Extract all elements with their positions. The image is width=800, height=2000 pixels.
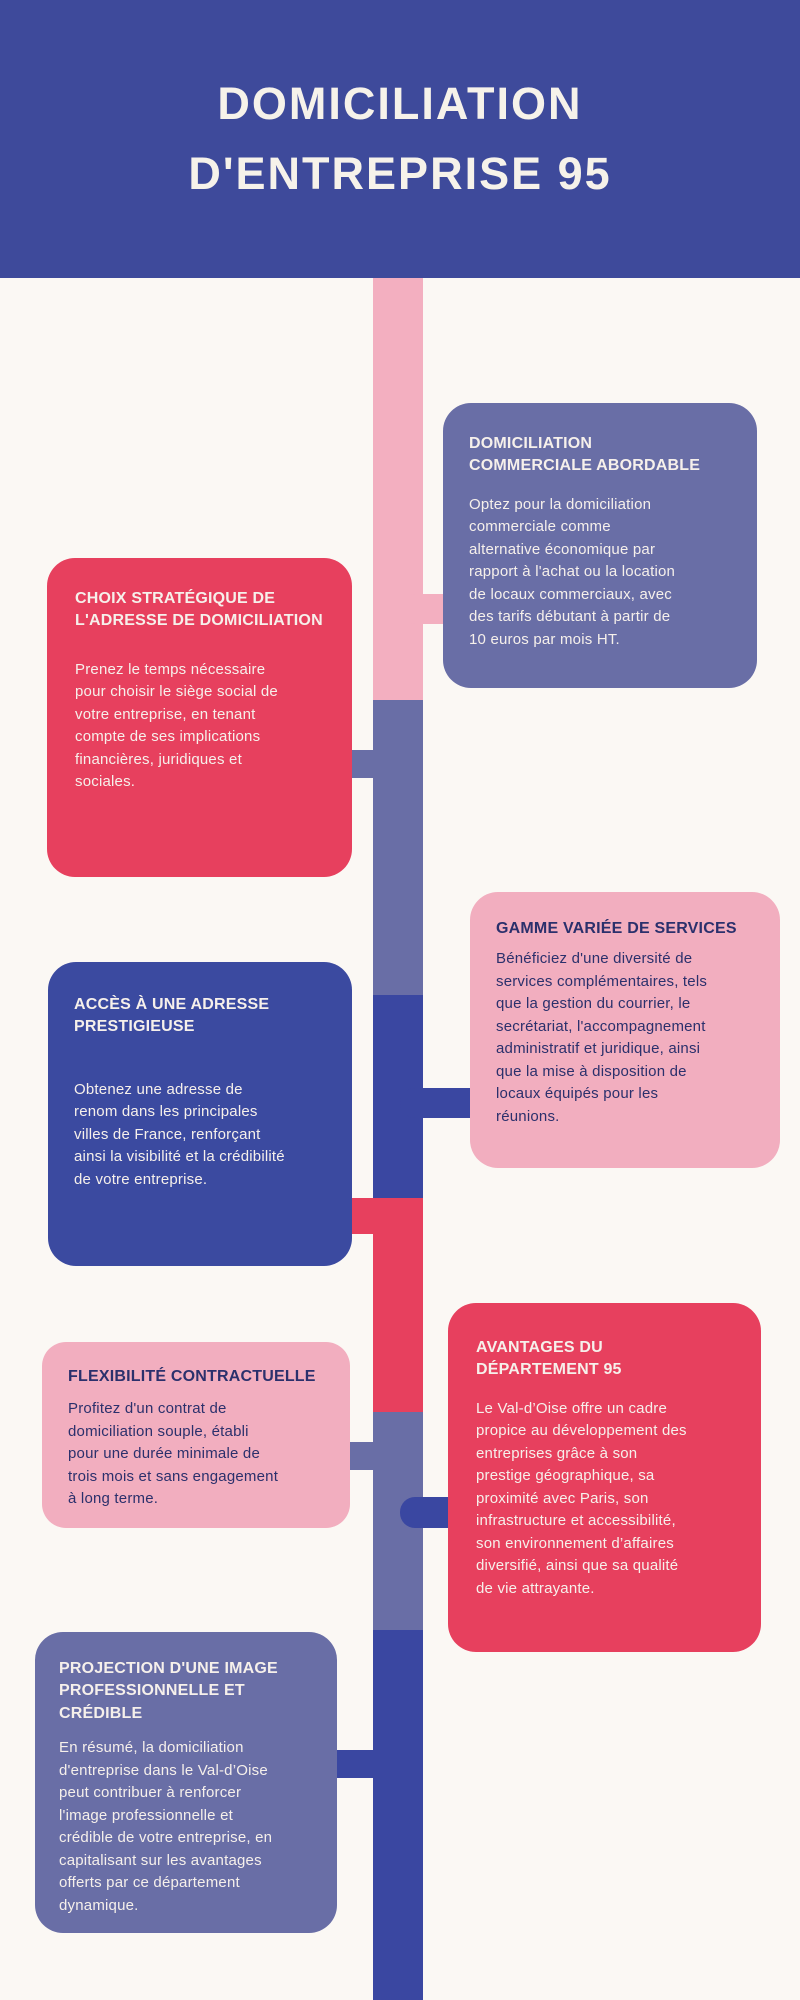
card-title: GAMME VARIÉE DE SERVICES xyxy=(496,920,737,937)
timeline-segment-pink xyxy=(373,278,423,700)
card-adresse-prestigieuse: ACCÈS À UNE ADRESSE PRESTIGIEUSE Obtenez… xyxy=(48,962,352,1266)
card-flexibilite-contractuelle: FLEXIBILITÉ CONTRACTUELLE Profitez d'un … xyxy=(42,1342,350,1528)
card-title: PROJECTION D'UNE IMAGE PROFESSIONNELLE E… xyxy=(59,1660,278,1722)
connector-right-3 xyxy=(400,1497,452,1528)
card-avantages-departement: AVANTAGES DU DÉPARTEMENT 95 Le Val-d’Ois… xyxy=(448,1303,761,1652)
connector-left-1 xyxy=(350,750,376,778)
card-title: CHOIX STRATÉGIQUE DE L'ADRESSE DE DOMICI… xyxy=(75,590,323,630)
connector-left-4 xyxy=(335,1750,376,1778)
timeline-segment-navy2 xyxy=(373,1630,423,2000)
card-choix-strategique: CHOIX STRATÉGIQUE DE L'ADRESSE DE DOMICI… xyxy=(47,558,352,877)
card-body: En résumé, la domiciliation d'entreprise… xyxy=(59,1739,273,1914)
header-banner: DOMICILIATION D'ENTREPRISE 95 xyxy=(0,0,800,278)
card-title: DOMICILIATION COMMERCIALE ABORDABLE xyxy=(469,435,701,475)
timeline-segment-red xyxy=(373,1198,423,1412)
card-gamme-services: GAMME VARIÉE DE SERVICES Bénéficiez d'un… xyxy=(470,892,780,1168)
connector-right-1 xyxy=(400,594,450,624)
card-body: Bénéficiez d'une diversité de services c… xyxy=(496,950,708,1125)
page-title: DOMICILIATION D'ENTREPRISE 95 xyxy=(188,78,612,199)
card-domiciliation-commerciale: DOMICILIATION COMMERCIALE ABORDABLE Opte… xyxy=(443,403,757,688)
card-body: Le Val-d’Oise offre un cadre propice au … xyxy=(476,1399,687,1597)
card-projection-image: PROJECTION D'UNE IMAGE PROFESSIONNELLE E… xyxy=(35,1632,337,1933)
card-body: Profitez d'un contrat de domiciliation s… xyxy=(68,1400,279,1508)
connector-right-2 xyxy=(400,1088,474,1118)
connector-left-3 xyxy=(348,1442,376,1470)
card-title: ACCÈS À UNE ADRESSE PRESTIGIEUSE xyxy=(74,996,270,1036)
timeline-segment-slate xyxy=(373,700,423,995)
card-body: Optez pour la domiciliation commerciale … xyxy=(469,495,676,648)
card-body: Prenez le temps nécessaire pour choisir … xyxy=(75,660,278,791)
card-title: FLEXIBILITÉ CONTRACTUELLE xyxy=(68,1368,316,1385)
connector-left-2 xyxy=(350,1198,376,1234)
card-body: Obtenez une adresse de renom dans les pr… xyxy=(74,1080,285,1188)
card-title: AVANTAGES DU DÉPARTEMENT 95 xyxy=(476,1339,622,1379)
